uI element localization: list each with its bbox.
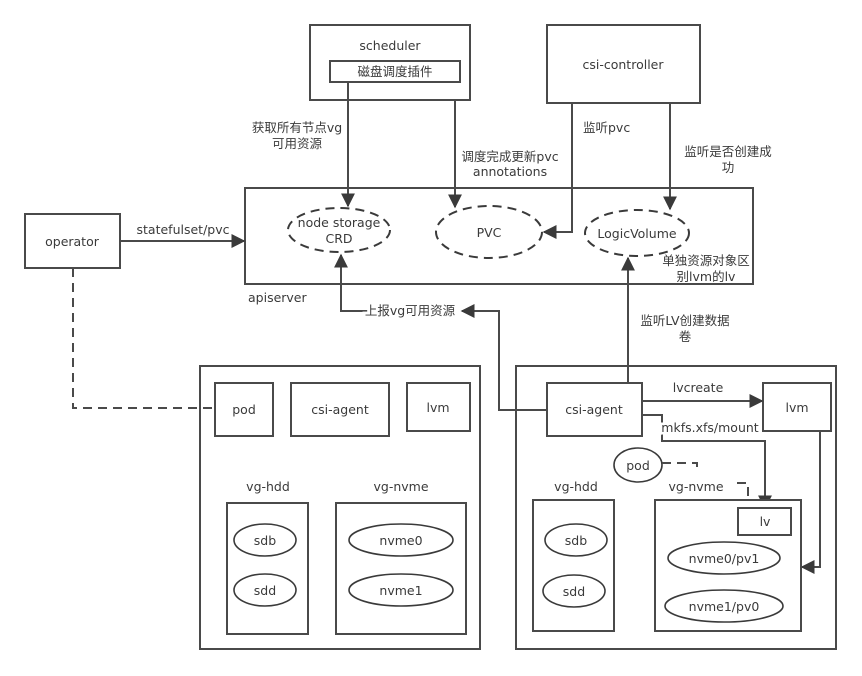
left-csi-agent-label: csi-agent <box>311 402 369 417</box>
apiserver-label: apiserver <box>248 290 307 305</box>
right-vg-hdd-label: vg-hdd <box>554 479 598 494</box>
right-disk-sdb <box>544 523 608 557</box>
left-vg-hdd-label: vg-hdd <box>246 479 290 494</box>
left-pod-box <box>214 382 274 437</box>
csi-controller-title: csi-controller <box>583 57 665 72</box>
right-vg-hdd-box <box>532 499 615 632</box>
csi-controller-box: csi-controller <box>546 24 701 104</box>
left-lvm-box <box>406 382 471 432</box>
edge-watch-lv-label-2: 卷 <box>679 329 692 344</box>
logic-volume-ellipse <box>584 209 690 257</box>
right-pod-ellipse <box>613 447 663 483</box>
left-disk-sdb-label: sdb <box>254 533 276 548</box>
left-disk-sdd-label: sdd <box>254 583 276 598</box>
right-disk-sdb-label: sdb <box>565 533 587 548</box>
right-csi-agent-label: csi-agent <box>565 402 623 417</box>
disk-scheduler-plugin-label: 磁盘调度插件 <box>357 64 432 79</box>
left-disk-nvme0-label: nvme0 <box>379 533 422 548</box>
disk-scheduler-plugin-box <box>329 60 461 83</box>
edge-report-vg-label: 上报vg可用资源 <box>365 303 456 318</box>
left-lvm-label: lvm <box>426 400 449 415</box>
edge-pod-to-lv-dashed-1 <box>662 462 698 472</box>
node-left: pod csi-agent lvm vg-hdd sdb sdd vg-nvme… <box>199 365 481 650</box>
edge-report-vg-path <box>460 304 547 411</box>
edge-watch-pvc-label: 监听pvc <box>583 120 630 135</box>
edge-statefulset-pvc-label: statefulset/pvc <box>137 222 230 237</box>
scheduler-title: scheduler <box>359 38 421 53</box>
right-disk-sdd <box>542 574 606 608</box>
edge-get-vg-label-1: 获取所有节点vg <box>252 120 342 135</box>
right-disk-sdd-label: sdd <box>563 584 585 599</box>
left-disk-sdb <box>233 523 297 557</box>
edge-report-vg-to-crd <box>334 253 455 312</box>
edge-update-pvc-label-2: annotations <box>473 164 547 179</box>
node-storage-crd-ellipse <box>287 207 391 253</box>
left-disk-sdd <box>233 573 297 607</box>
node-storage-crd-label-2: CRD <box>325 231 352 246</box>
right-vg-nvme-label: vg-nvme <box>668 479 723 494</box>
edge-lvm-to-vg-nvme <box>800 431 821 574</box>
operator-title: operator <box>45 234 100 249</box>
right-csi-agent-box <box>546 382 643 437</box>
left-pod-label: pod <box>232 402 256 417</box>
node-storage-crd-label-1: node storage <box>298 215 381 230</box>
apiserver-box: apiserver node storage CRD PVC LogicVolu… <box>244 187 754 305</box>
right-disk-nvme0-pv1-label: nvme0/pv1 <box>689 551 760 566</box>
logic-volume-note-2: 别lvm的lv <box>677 269 737 284</box>
node-right: csi-agent lvm lvcreate mkfs.xfs/mount po… <box>515 365 837 650</box>
edge-mkfs-mount <box>642 414 772 510</box>
right-lv-label: lv <box>760 514 771 529</box>
pvc-label: PVC <box>477 225 502 240</box>
left-csi-agent-box <box>290 382 390 437</box>
edge-controller-watch-pvc <box>542 103 573 239</box>
edge-watch-success-label-1: 监听是否创建成 <box>684 144 772 159</box>
right-disk-nvme1-pv0-label: nvme1/pv0 <box>689 599 760 614</box>
pvc-ellipse <box>435 205 543 259</box>
edge-watch-success-label-2: 功 <box>722 160 735 175</box>
edge-update-pvc-label-1: 调度完成更新pvc <box>461 149 558 164</box>
right-disk-nvme0-pv1 <box>667 541 781 575</box>
right-lvm-label: lvm <box>785 400 808 415</box>
operator-box: operator <box>24 213 121 269</box>
right-pod-label: pod <box>626 458 650 473</box>
right-lvm-box <box>762 382 832 432</box>
right-lv-box <box>737 507 792 536</box>
edge-lvcreate-label: lvcreate <box>673 380 724 395</box>
left-disk-nvme1 <box>348 573 454 607</box>
left-vg-nvme-label: vg-nvme <box>373 479 428 494</box>
edge-mkfs-label: mkfs.xfs/mount <box>661 420 758 435</box>
edge-operator-to-pod-dashed <box>72 268 215 409</box>
logic-volume-label: LogicVolume <box>597 226 676 241</box>
left-disk-nvme0 <box>348 523 454 557</box>
edge-pod-to-lv-dashed-2 <box>737 482 749 510</box>
edge-watch-lv-label-1: 监听LV创建数据 <box>640 313 729 328</box>
left-disk-nvme1-label: nvme1 <box>379 583 422 598</box>
left-vg-nvme-box <box>335 502 467 635</box>
logic-volume-note-1: 单独资源对象区 <box>662 253 750 268</box>
left-vg-hdd-box <box>226 502 309 635</box>
scheduler-box: scheduler 磁盘调度插件 <box>309 24 471 101</box>
right-disk-nvme1-pv0 <box>664 589 784 623</box>
edge-get-vg-label-2: 可用资源 <box>272 136 323 151</box>
